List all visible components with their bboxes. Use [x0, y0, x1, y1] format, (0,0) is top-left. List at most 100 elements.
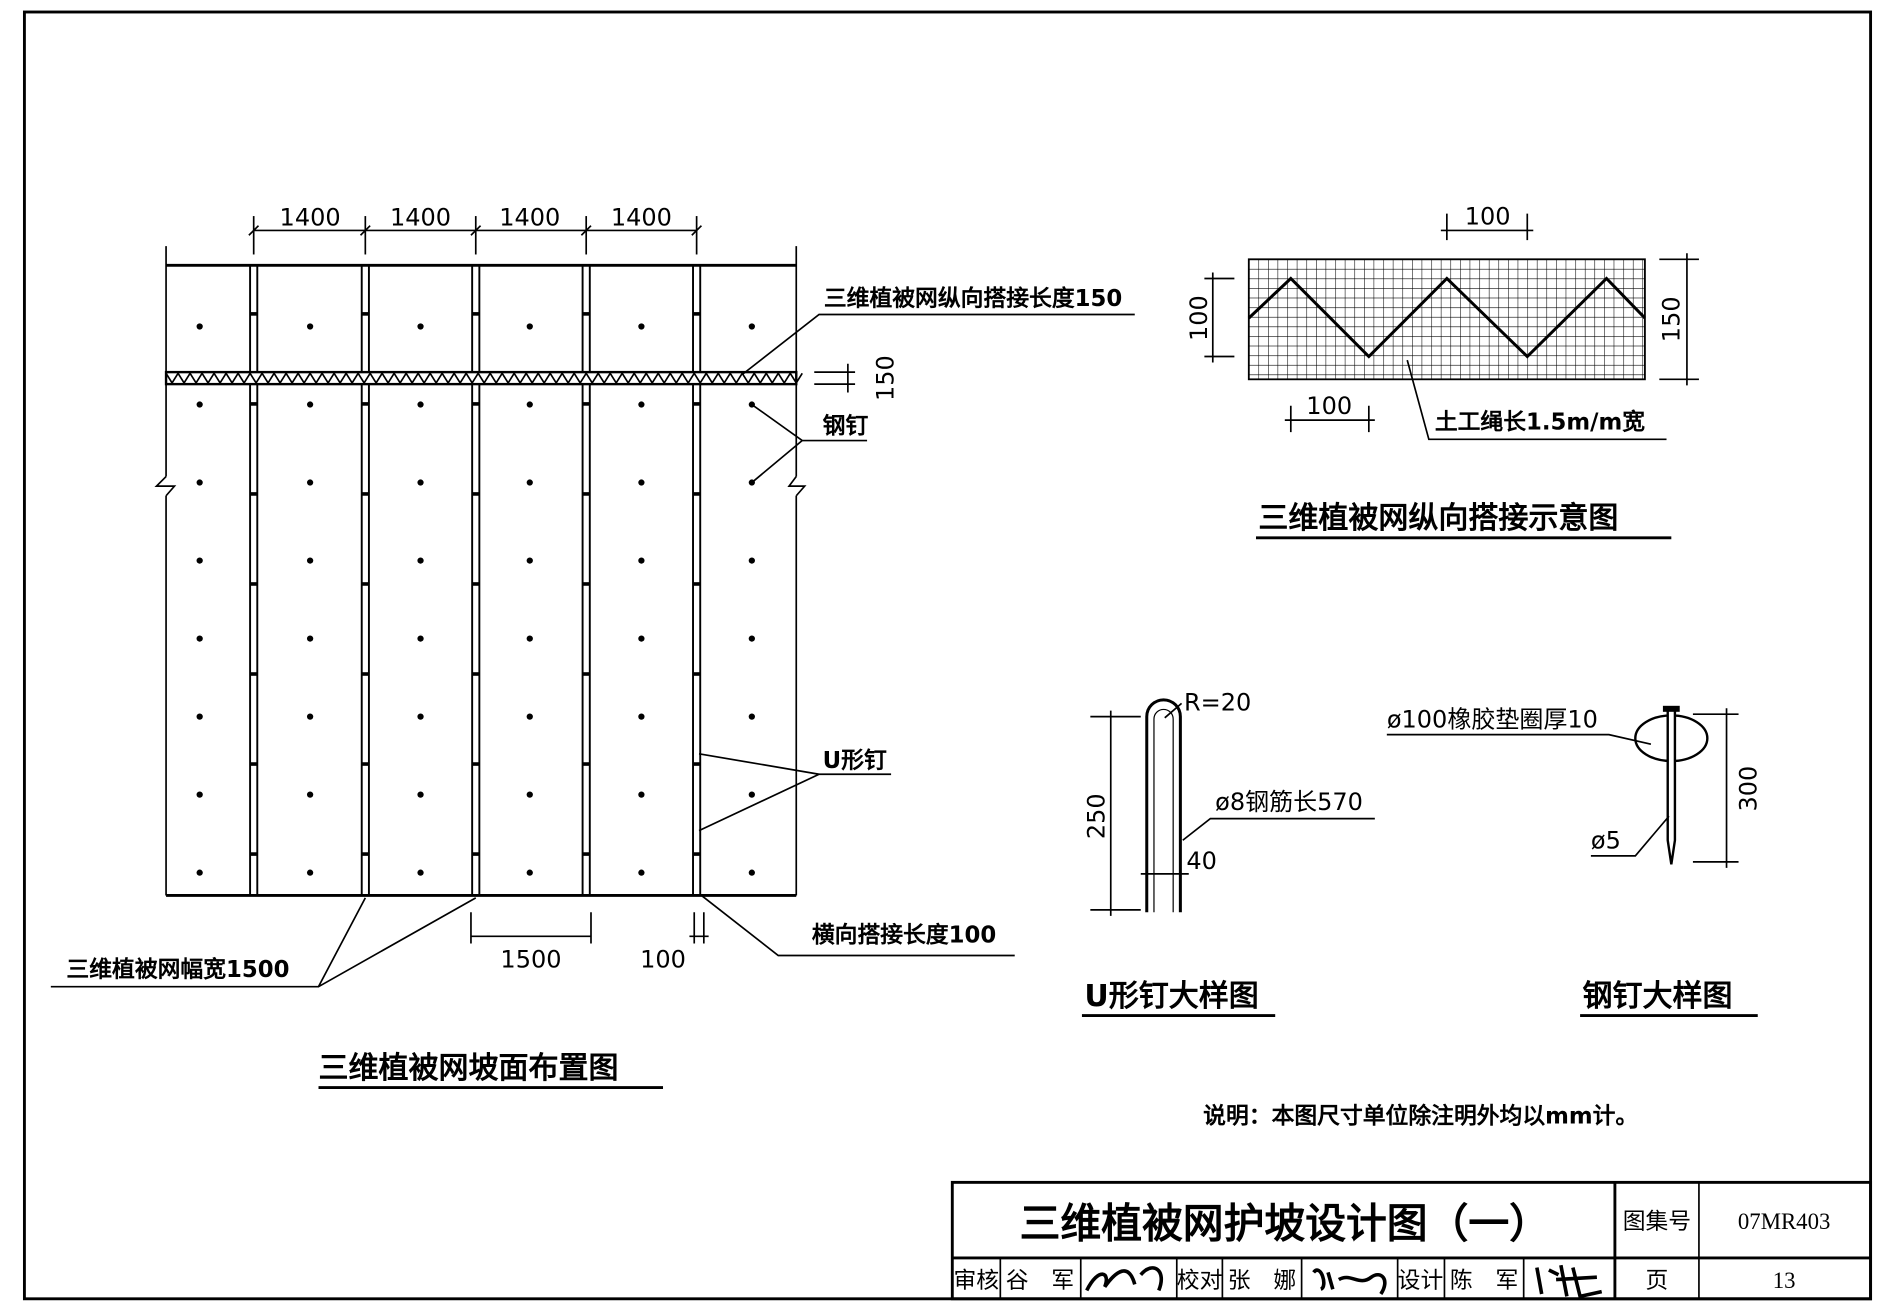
overlap-detail-title: 三维植被网纵向搭接示意图 [1258, 501, 1618, 536]
layout-plan: 1400 1400 1400 1400 三维植被网纵向搭接长度150 150 钢… [50, 204, 1135, 1089]
bottom-dim-100: 100 [1306, 392, 1352, 420]
overlap-band-pattern [165, 371, 803, 385]
dim-1400-1: 1400 [280, 204, 341, 232]
designer-name: 陈 军 [1450, 1268, 1518, 1293]
washer-label: ø100橡胶垫圈厚10 [1387, 705, 1598, 733]
u-nail-label: U形钉 [823, 747, 887, 774]
left-dim-100: 100 [1185, 295, 1213, 341]
steel-nail-dot [526, 479, 533, 486]
steel-nail-dot [306, 479, 314, 486]
u-nail-detail-title: U形钉大样图 [1084, 979, 1258, 1014]
steel-nail-dot [748, 557, 755, 564]
steel-nail-dot [638, 557, 645, 564]
geo-rope-zigzag [1247, 276, 1646, 359]
steel-nail-dot [306, 713, 314, 720]
steel-nail-dot [196, 323, 203, 330]
atlas-label: 图集号 [1623, 1209, 1691, 1234]
steel-nail-dot [417, 791, 424, 798]
u-nail-width-dim: 40 [1186, 847, 1217, 875]
steel-nail-dot [748, 713, 755, 720]
break-mark-left [154, 475, 177, 497]
u-nail-detail: R=20 250 ø8钢筋长570 40 U形钉大样图 [1081, 689, 1375, 1017]
transverse-overlap-label: 横向搭接长度100 [812, 921, 996, 948]
page-label: 页 [1646, 1268, 1669, 1293]
steel-nail-dot [306, 635, 314, 642]
note: 说明：本图尺寸单位除注明外均以mm计。 [1203, 1103, 1638, 1130]
steel-nail-dot [306, 401, 314, 408]
nail-diameter: ø5 [1591, 827, 1621, 855]
steel-nail-dot [526, 713, 533, 720]
steel-nail-dot [526, 323, 533, 330]
page-number: 13 [1773, 1268, 1796, 1293]
steel-nail-dot [196, 869, 203, 876]
right-dim-150: 150 [1658, 296, 1686, 342]
drawing-title: 三维植被网护坡设计图（一） [1020, 1200, 1550, 1248]
steel-nail-detail-title: 钢钉大样图 [1582, 979, 1732, 1014]
dim-1400-2: 1400 [390, 204, 451, 232]
steel-nail-dot [196, 791, 203, 798]
steel-nail-dot [196, 713, 203, 720]
steel-nail-dot [526, 869, 533, 876]
reviewer-signature [1085, 1266, 1163, 1292]
steel-nail-dot [526, 635, 533, 642]
designer-signature [1535, 1264, 1603, 1299]
steel-nail-dot [638, 479, 645, 486]
geo-rope-label: 土工绳长1.5m/m宽 [1435, 409, 1645, 436]
steel-nail-dot [638, 869, 645, 876]
steel-nail-dot [748, 323, 755, 330]
steel-nail-dot [306, 869, 314, 876]
steel-nail-dot [526, 557, 533, 564]
steel-nail-dot [196, 479, 203, 486]
steel-nail-dot [196, 635, 203, 642]
steel-nail-dot [306, 557, 314, 564]
nail-length-dim: 300 [1735, 766, 1763, 812]
dim-100: 100 [640, 945, 686, 973]
steel-nail-dot [417, 479, 424, 486]
dim-1400-4: 1400 [611, 204, 672, 232]
steel-nail-dot [417, 713, 424, 720]
steel-nail-dot [526, 401, 533, 408]
steel-nail-dot [306, 323, 314, 330]
steel-nail-dot [638, 713, 645, 720]
dim-1400-3: 1400 [499, 204, 560, 232]
nail-shank [1666, 710, 1677, 865]
sheet-border [22, 10, 1873, 1301]
rebar-label: ø8钢筋长570 [1215, 788, 1363, 816]
steel-nail-dot [196, 401, 203, 408]
reviewer-name: 谷 军 [1006, 1268, 1074, 1293]
checker-role: 校对 [1177, 1268, 1223, 1293]
steel-nail-dot [417, 323, 424, 330]
top-dim-100: 100 [1465, 202, 1511, 230]
steel-nail-label: 钢钉 [823, 412, 869, 439]
dim-1500: 1500 [500, 945, 561, 973]
steel-nail-detail: ø100橡胶垫圈厚10 ø5 300 钢钉大样图 [1386, 705, 1763, 1017]
overlap-detail: 100 100 150 100 土工绳长1.5m/m宽 三维植被网纵向搭接示意图 [1185, 202, 1699, 540]
steel-nail-dot [638, 323, 645, 330]
steel-nails [196, 323, 755, 876]
u-nail-shape [1145, 698, 1182, 913]
title-block: 三维植被网护坡设计图（一） 图集号 07MR403 审核 谷 军 校对 张 娜 … [950, 1180, 1873, 1301]
steel-nail-dot [417, 401, 424, 408]
checker-signature [1312, 1268, 1387, 1295]
break-mark-right [787, 476, 807, 497]
steel-nail-dot [417, 635, 424, 642]
steel-nail-dot [417, 557, 424, 564]
u-nail-radius: R=20 [1184, 689, 1251, 717]
u-nail-height-dim: 250 [1083, 793, 1111, 839]
steel-nail-dot [417, 869, 424, 876]
steel-nail-dot [526, 791, 533, 798]
reviewer-role: 审核 [954, 1268, 1000, 1293]
overlap-length-label: 三维植被网纵向搭接长度150 [824, 285, 1122, 312]
steel-nail-dot [196, 557, 203, 564]
layout-plan-title: 三维植被网坡面布置图 [319, 1051, 619, 1086]
steel-nail-dot [748, 635, 755, 642]
steel-nail-dot [638, 401, 645, 408]
net-seams [249, 265, 702, 896]
overlap-dim-150: 150 [871, 355, 899, 401]
steel-nail-dot [748, 791, 755, 798]
steel-nail-dot [638, 791, 645, 798]
atlas-number: 07MR403 [1738, 1209, 1830, 1234]
steel-nail-dot [638, 635, 645, 642]
net-width-label: 三维植被网幅宽1500 [66, 956, 289, 983]
